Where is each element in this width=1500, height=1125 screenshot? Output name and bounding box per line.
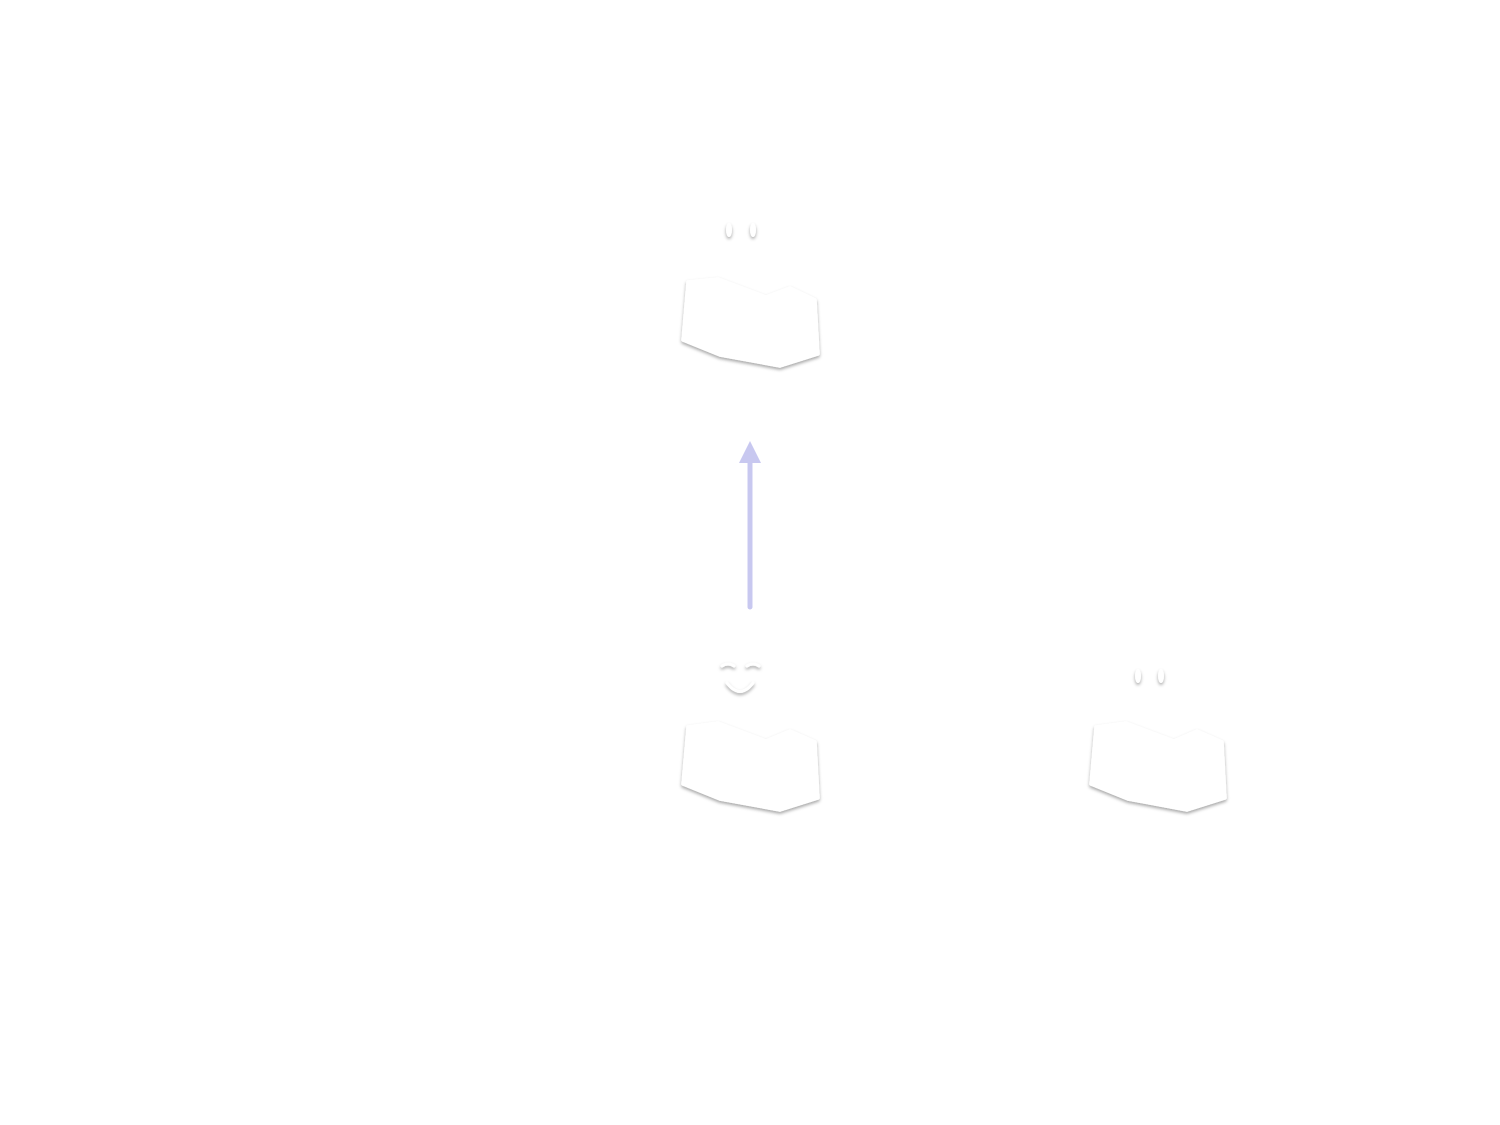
- figure-bottom-right[interactable]: [1089, 669, 1227, 812]
- body-inner-line-top: [688, 286, 696, 338]
- face-smiling: [720, 662, 761, 693]
- body-shape-bottom-right: [1089, 721, 1227, 812]
- body-inner-line-bottom-right: [1096, 730, 1104, 782]
- face-neutral-bottom-right: [1135, 669, 1164, 683]
- body-shape-top: [681, 277, 820, 368]
- body-shape-bottom-left: [681, 721, 820, 812]
- left-eye-closed-icon: [720, 662, 736, 668]
- figure-top[interactable]: [681, 223, 820, 368]
- body-inner-line-bottom-left: [688, 730, 696, 782]
- arrowhead-icon: [739, 441, 761, 463]
- left-eye-icon: [726, 223, 732, 237]
- right-eye-icon: [1158, 669, 1164, 683]
- left-eye-icon: [1135, 669, 1141, 683]
- right-eye-closed-icon: [745, 662, 761, 668]
- smile-mouth-icon: [725, 681, 755, 693]
- face-neutral-top: [726, 223, 756, 237]
- right-eye-icon: [750, 223, 756, 237]
- figure-bottom-left[interactable]: [681, 662, 820, 812]
